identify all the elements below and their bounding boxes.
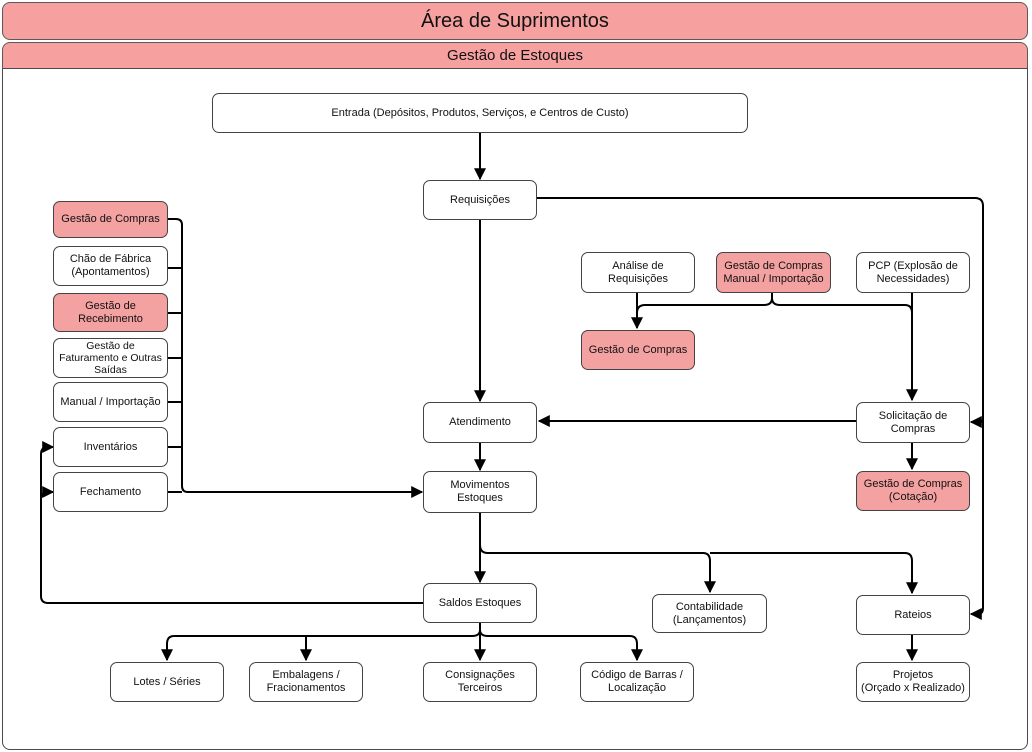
node-consignacoes: Consignações Terceiros (423, 662, 537, 702)
node-manual-importacao: Manual / Importação (53, 382, 168, 422)
node-solicitacao-compras: Solicitação de Compras (856, 402, 970, 443)
node-analise-requisicoes: Análise de Requisições (581, 252, 695, 293)
node-pcp: PCP (Explosão de Necessidades) (856, 252, 970, 293)
edge-saldos-fechamento (40, 486, 55, 500)
edge-requisicoes-right (537, 197, 984, 428)
node-codigo-barras: Código de Barras / Localização (580, 662, 694, 702)
edge-right-rateios (969, 418, 984, 620)
diagram-frame (2, 68, 1028, 750)
edge-left-bus (168, 218, 424, 498)
node-saldos-estoques: Saldos Estoques (423, 583, 537, 623)
edge-saldos-codigo (479, 629, 643, 662)
node-projetos: Projetos (Orçado x Realizado) (856, 662, 970, 702)
edge-movimentos-rateios (710, 552, 918, 595)
node-contabilidade: Contabilidade (Lançamentos) (652, 594, 767, 633)
node-lotes-series: Lotes / Séries (110, 662, 224, 702)
node-gestao-compras-cotacao: Gestão de Compras (Cotação) (856, 471, 970, 511)
node-rateios: Rateios (856, 595, 970, 635)
node-gestao-compras-mid: Gestão de Compras (581, 330, 695, 370)
node-inventarios: Inventários (53, 427, 168, 467)
node-movimentos-estoques: Movimentos Estoques (423, 471, 537, 513)
node-fechamento: Fechamento (53, 472, 168, 512)
node-atendimento: Atendimento (423, 402, 537, 443)
edge-gcmanual-merge (636, 293, 773, 314)
node-gestao-faturamento: Gestão de Faturamento e Outras Saídas (53, 338, 168, 378)
node-requisicoes: Requisições (423, 180, 537, 220)
node-gestao-recebimento: Gestão de Recebimento (53, 293, 168, 332)
node-chao-fabrica: Chão de Fábrica (Apontamentos) (53, 246, 168, 286)
node-gestao-compras-manual: Gestão de Compras Manual / Importação (716, 252, 831, 293)
node-entrada: Entrada (Depósitos, Produtos, Serviços, … (212, 93, 748, 133)
node-gestao-compras-left: Gestão de Compras (53, 201, 168, 238)
edge-gcmanual-solicitacao (771, 293, 918, 402)
edge-movimentos-contabilidade (479, 513, 716, 594)
node-embalagens: Embalagens / Fracionamentos (249, 662, 363, 702)
page-title: Área de Suprimentos (2, 2, 1028, 40)
edge-saldos-lotes (161, 629, 481, 662)
edge-saldos-loop (40, 441, 423, 604)
